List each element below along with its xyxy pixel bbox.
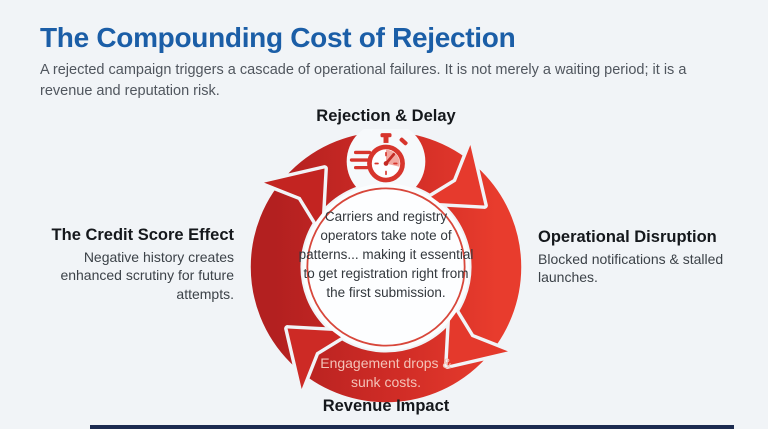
cycle-center-text: Carriers and registry operators take not… [298,209,474,300]
node-credit-score-body: Negative history creates enhanced scruti… [60,249,234,302]
node-operational-disruption: Operational Disruption Blocked notificat… [538,228,752,287]
node-revenue-impact-label: Revenue Impact [322,397,450,415]
node-rejection-delay: Rejection & Delay [236,107,536,126]
page-subtitle: A rejected campaign triggers a cascade o… [40,62,687,99]
stopwatch-icon [349,133,408,183]
page-title: The Compounding Cost of Rejection [40,22,516,53]
arrowhead-bottom-left [284,325,354,393]
arrowhead-bottom-right [444,299,512,369]
node-rejection-delay-label: Rejection & Delay [316,107,456,125]
node-credit-score: The Credit Score Effect Negative history… [28,226,234,303]
node-operational-disruption-body: Blocked notifications & stalled launches… [538,251,724,286]
node-revenue-impact: Revenue Impact [236,397,536,416]
node-credit-score-label: The Credit Score Effect [51,226,234,244]
arrowhead-top-left [260,165,328,235]
center-disc [306,187,466,347]
ring-note: Engagement drops & sunk costs. [320,355,452,390]
cycle-ring [250,129,522,403]
bottom-edge-bar [90,425,734,429]
arrowhead-top-right [418,141,488,209]
node-operational-disruption-label: Operational Disruption [538,228,717,246]
